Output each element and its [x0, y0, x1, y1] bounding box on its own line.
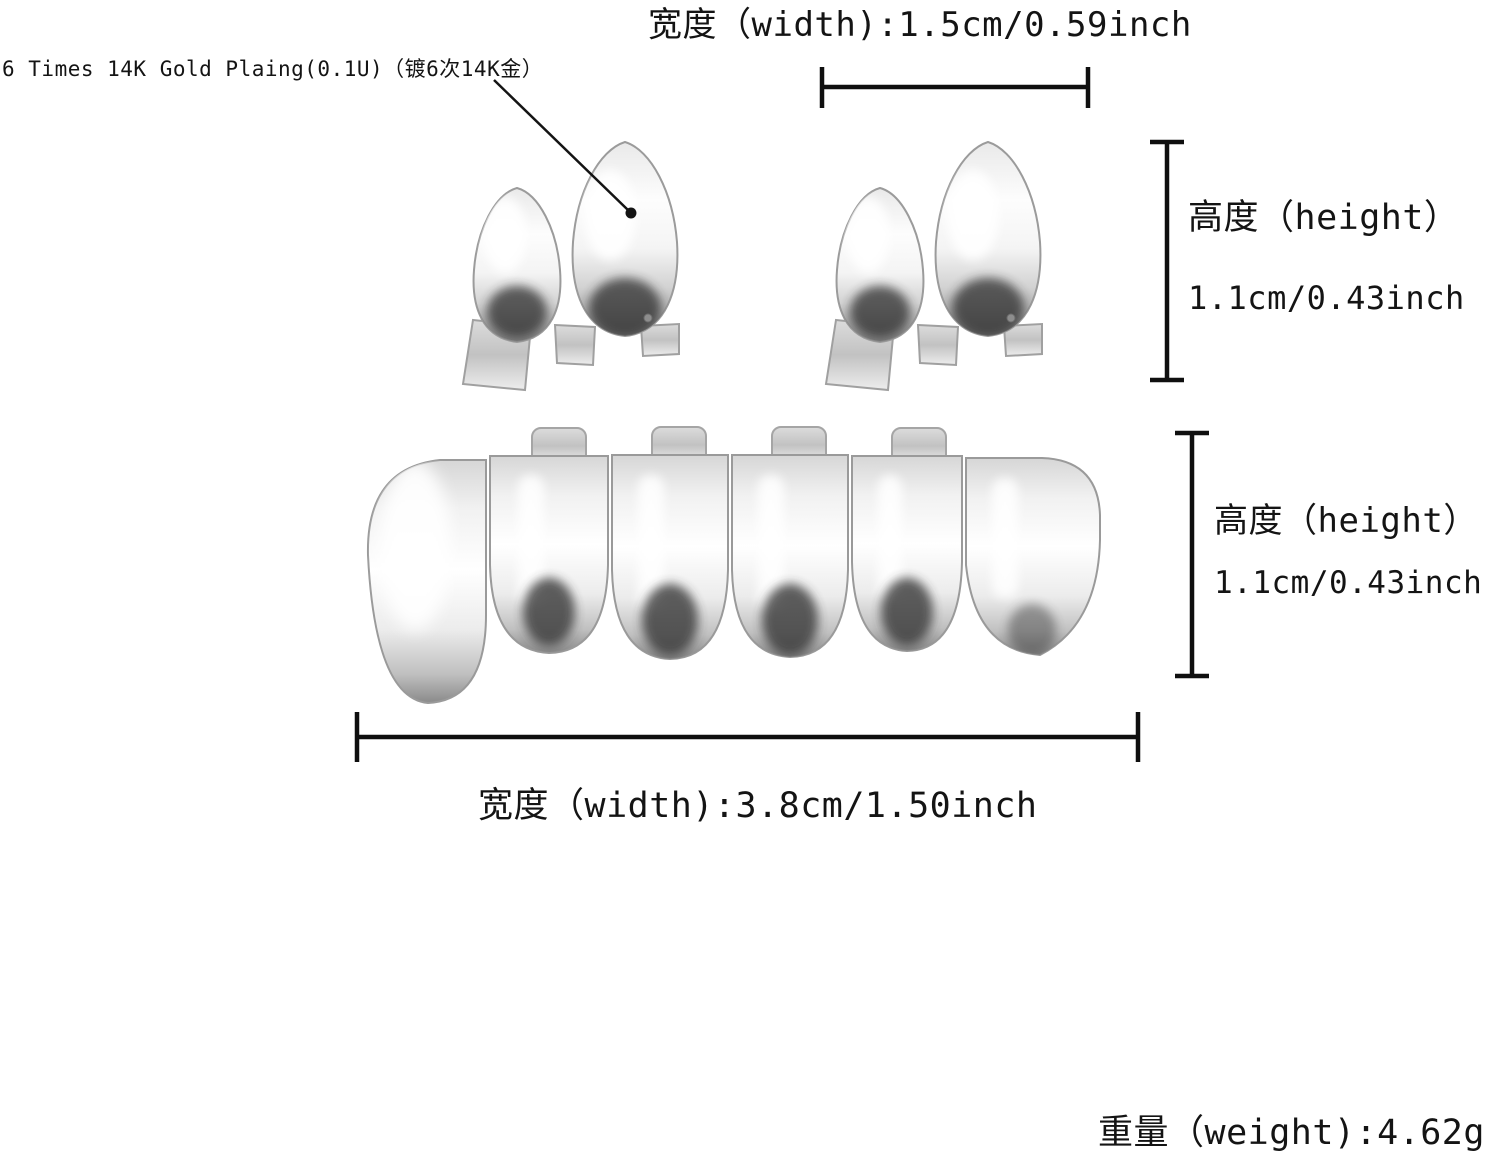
bottom-width-dimension	[354, 712, 1141, 762]
upper-grillz-row	[463, 142, 1042, 390]
bottom-width-label: 宽度（width):3.8cm/1.50inch	[478, 786, 1038, 826]
lower-grillz	[368, 427, 1100, 703]
upper-left-fang-pair	[463, 142, 679, 390]
weight-label: 重量（weight):4.62g	[1098, 1113, 1485, 1153]
upper-right-fang-pair	[826, 142, 1042, 390]
lower-grillz-reflection	[368, 709, 1100, 985]
plating-leader	[493, 79, 637, 219]
top-width-label: 宽度（width):1.5cm/0.59inch	[648, 5, 1192, 45]
upper-height-value: 1.1cm/0.43inch	[1188, 279, 1465, 317]
lower-height-title: 高度（height）	[1214, 501, 1478, 541]
upper-height-dimension	[1150, 139, 1184, 383]
lower-height-dimension	[1175, 430, 1209, 679]
plating-note-label: 6 Times 14K Gold Plaing(0.1U)（镀6次14K金）	[2, 57, 544, 81]
lower-height-value: 1.1cm/0.43inch	[1214, 565, 1483, 601]
top-width-dimension	[819, 67, 1091, 108]
upper-height-title: 高度（height）	[1188, 198, 1460, 238]
plating-leader-dot	[625, 207, 637, 219]
